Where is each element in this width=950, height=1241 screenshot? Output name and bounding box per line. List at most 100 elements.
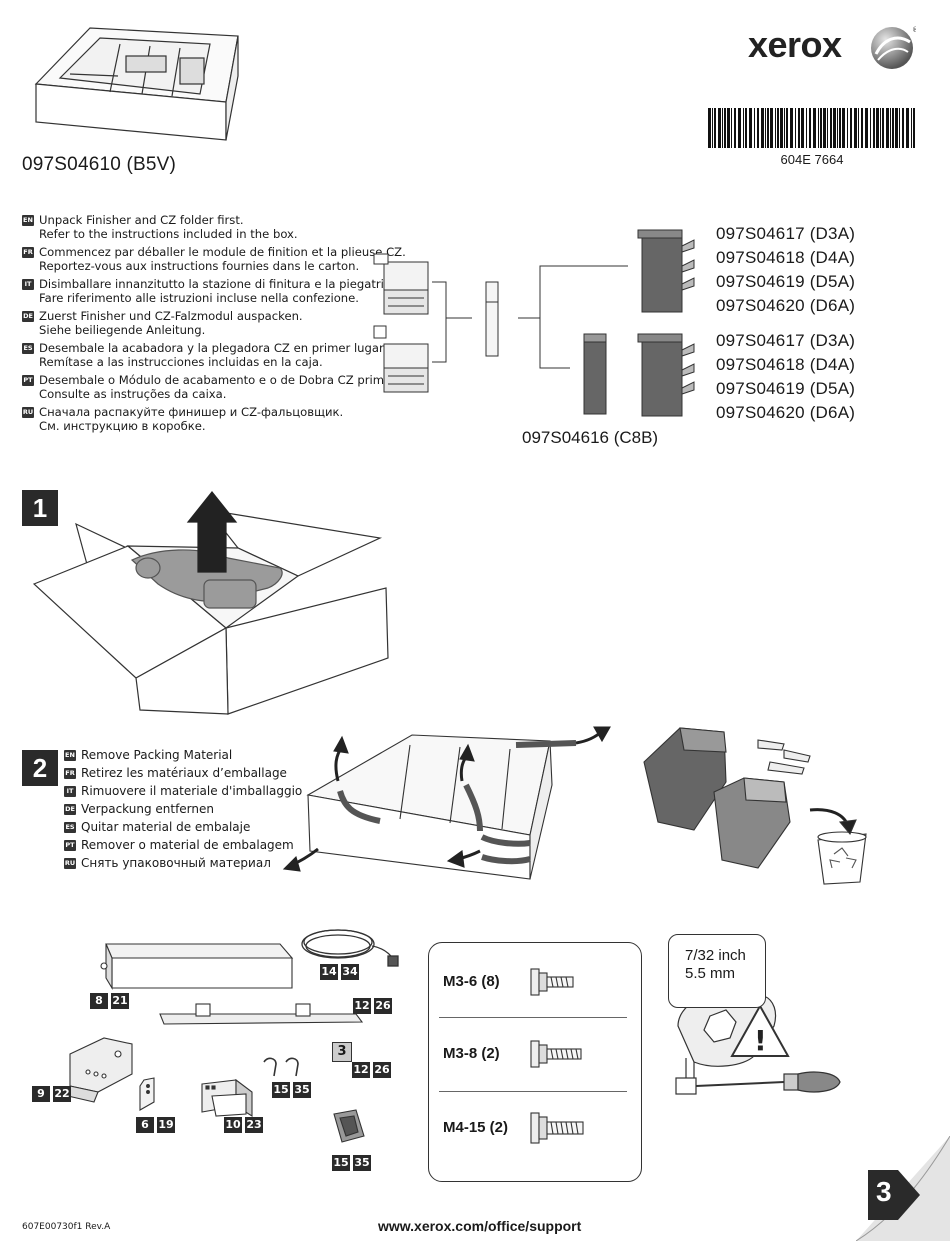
- intro-item: PT Desembale o Módulo de acabamento e o …: [22, 373, 406, 401]
- barcode-bar: [718, 108, 721, 148]
- intro-line: Consulte as instruções da caixa.: [39, 387, 227, 401]
- barcode-bar: [749, 108, 752, 148]
- part-label-hooks: 15 35: [272, 1082, 311, 1098]
- part-number: 097S04610 (B5V): [22, 154, 177, 175]
- step-2-item: EN Remove Packing Material: [64, 748, 302, 762]
- barcode-bar: [786, 108, 788, 148]
- step-1-badge: 1: [22, 490, 58, 526]
- barcode-bar: [798, 108, 800, 148]
- finisher-code: 097S04620 (D6A): [716, 296, 856, 315]
- cable-part: [301, 929, 399, 967]
- barcode-bar: [745, 108, 747, 148]
- language-badge: DE: [22, 311, 34, 322]
- finisher-code: 097S04619 (D5A): [716, 272, 856, 291]
- support-url[interactable]: www.xerox.com/office/support: [378, 1218, 582, 1234]
- part-number-badge: 34: [341, 964, 359, 980]
- language-badge: EN: [64, 750, 76, 761]
- barcode-bar: [754, 108, 755, 148]
- intro-line: Desembale la acabadora y la plegadora CZ…: [39, 341, 387, 355]
- barcode-bar: [809, 108, 811, 148]
- finisher-code: 097S04618 (D4A): [716, 248, 856, 267]
- screw-label: M4-15 (2): [443, 1119, 509, 1136]
- barcode-bar: [892, 108, 894, 148]
- barcode-bar: [890, 108, 891, 148]
- intro-item: IT Disimballare innanzitutto la stazione…: [22, 277, 425, 305]
- intro-line: Zuerst Finisher und CZ-Falzmodul auspack…: [39, 309, 303, 323]
- intro-line: Siehe beiliegende Anleitung.: [39, 323, 206, 337]
- configuration-diagram: [373, 229, 695, 417]
- part-number-badge: 26: [373, 1062, 391, 1078]
- barcode-bar: [847, 108, 848, 148]
- part-number-badge: 10: [224, 1117, 242, 1133]
- part-label-bracket: 9 22: [32, 1086, 71, 1102]
- part-number-badge: 12: [353, 998, 371, 1014]
- barcode-bar: [714, 108, 716, 148]
- nut-driver-illustration: !: [675, 991, 841, 1095]
- barcode-bar: [761, 108, 764, 148]
- step-2-text: Quitar material de embalaje: [81, 820, 251, 834]
- screw-label: M3-6 (8): [443, 973, 500, 990]
- barcode-bar: [880, 108, 881, 148]
- part-number-badge: 23: [245, 1117, 263, 1133]
- part-number-badge: 15: [272, 1082, 290, 1098]
- bracket-part: [67, 1037, 133, 1103]
- barcode-bar: [813, 108, 816, 148]
- part-label-bar: 12 26: [353, 998, 392, 1014]
- step-2-text: Remover o material de embalagem: [81, 838, 294, 852]
- screws-panel: M3-6 (8) M3-8 (2) M4-15 (2): [428, 942, 642, 1182]
- part-number-badge: 21: [111, 993, 129, 1009]
- next-step-badge: 3: [864, 1166, 922, 1224]
- screw-divider: [439, 1091, 627, 1092]
- barcode-bar: [906, 108, 909, 148]
- language-badge: DE: [64, 804, 76, 815]
- next-arrow-shape: [868, 1170, 920, 1220]
- part-number-badge: 35: [353, 1155, 371, 1171]
- step-2-text: Remove Packing Material: [81, 748, 233, 762]
- barcode-bar: [854, 108, 857, 148]
- language-badge: PT: [64, 840, 76, 851]
- xerox-logo-text: xerox: [748, 24, 842, 65]
- barcode-bar: [902, 108, 904, 148]
- tool-size-mm: 5.5 mm: [685, 965, 736, 982]
- barcode-bar: [858, 108, 859, 148]
- part-number-badge: 14: [320, 964, 338, 980]
- intro-item: ES Desembale la acabadora y la plegadora…: [22, 341, 386, 369]
- barcode-bar: [827, 108, 828, 148]
- next-step-number: 3: [876, 1176, 892, 1207]
- part-number-badge: 9: [32, 1086, 50, 1102]
- step-2-item: PT Remover o material de embalagem: [64, 838, 302, 852]
- screw-m3-6-icon: [530, 968, 574, 996]
- finisher-codes-top: 097S04617 (D3A) 097S04618 (D4A) 097S0461…: [716, 222, 855, 318]
- barcode-bar: [708, 108, 711, 148]
- barcode-bar: [818, 108, 819, 148]
- barcode: [708, 108, 915, 148]
- barcode-bar: [770, 108, 773, 148]
- rail-part: [100, 943, 294, 990]
- barcode-bar: [722, 108, 723, 148]
- intro-line: Unpack Finisher and CZ folder first.: [39, 213, 244, 227]
- language-badge: IT: [22, 279, 34, 290]
- intro-instructions: EN Unpack Finisher and CZ folder first.R…: [22, 213, 425, 437]
- finisher-code: 097S04620 (D6A): [716, 403, 856, 422]
- part-number-badge: 15: [332, 1155, 350, 1171]
- barcode-bar: [820, 108, 822, 148]
- step-2-text: Rimuovere il materiale d'imballaggio: [81, 784, 303, 798]
- part-number-badge: 35: [293, 1082, 311, 1098]
- language-badge: EN: [22, 215, 34, 226]
- screw-divider: [439, 1017, 627, 1018]
- intro-line: Сначала распакуйте финишер и CZ-фальцовщ…: [39, 405, 344, 419]
- intro-line: Commencez par déballer le module de fini…: [39, 245, 406, 259]
- language-badge: PT: [22, 375, 34, 386]
- svg-text:!: !: [754, 1024, 767, 1057]
- part-label-block: 10 23: [224, 1117, 263, 1133]
- barcode-bar: [775, 108, 776, 148]
- screw-m3-8-icon: [530, 1040, 582, 1068]
- folder-code: 097S04616 (C8B): [522, 428, 659, 447]
- part-label-cable: 14 34: [320, 964, 359, 980]
- block-part: [201, 1078, 253, 1117]
- barcode-bar: [839, 108, 841, 148]
- barcode-bar: [724, 108, 726, 148]
- barcode-bar: [795, 108, 796, 148]
